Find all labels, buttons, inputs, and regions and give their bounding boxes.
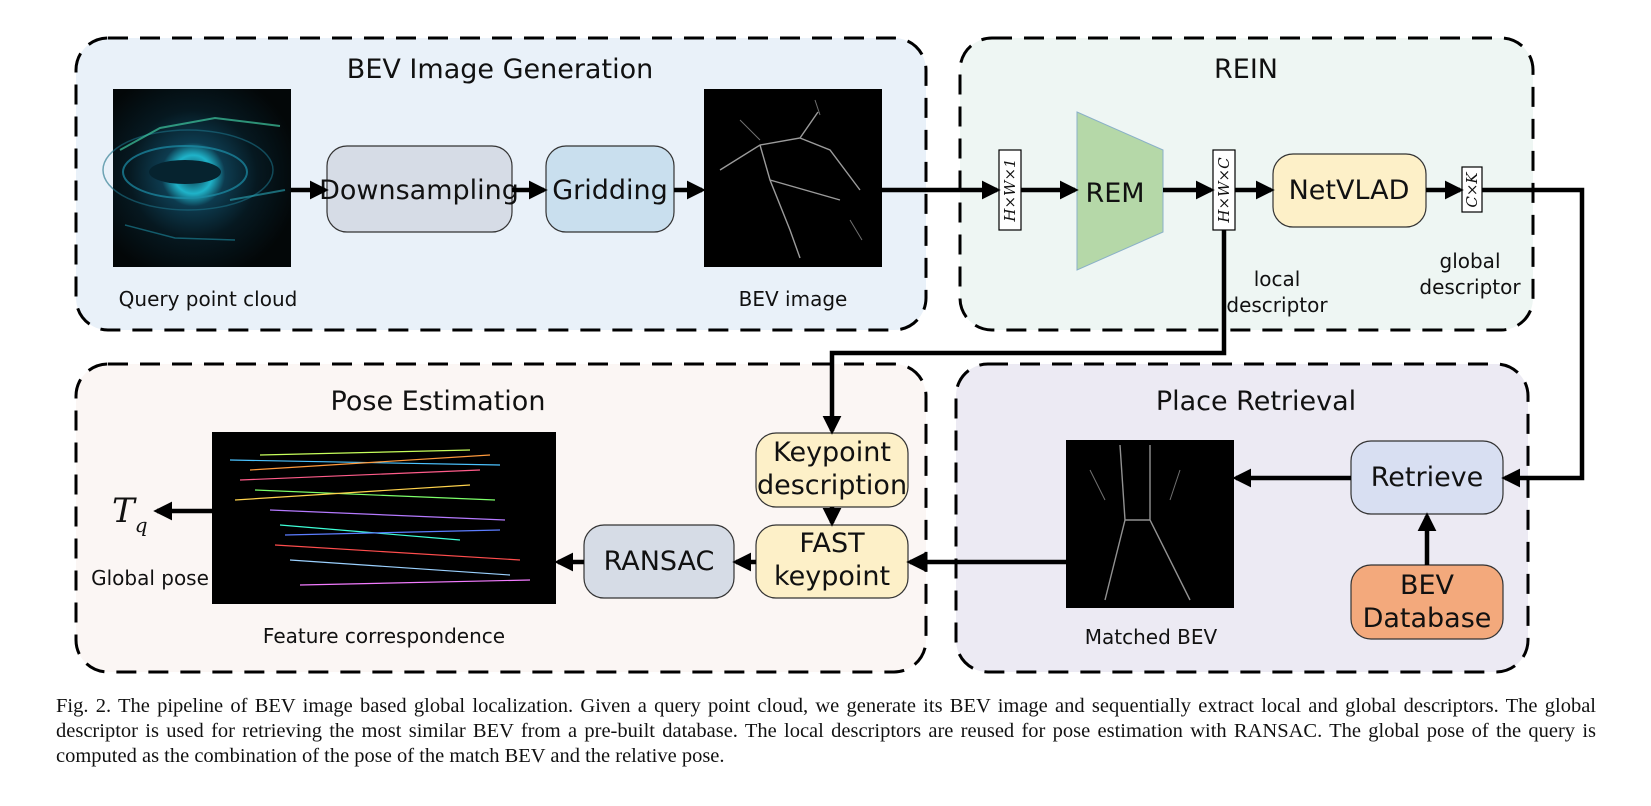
feature-correspondence-image bbox=[212, 432, 556, 604]
bev-database-line1: BEV bbox=[1400, 570, 1455, 601]
global-descriptor-label-line1: global bbox=[1440, 249, 1501, 273]
feature-correspondence-label: Feature correspondence bbox=[263, 624, 505, 648]
query-point-cloud-image bbox=[102, 89, 291, 267]
flow-arrows bbox=[153, 180, 1585, 572]
arrow-local-to-keypoint-description bbox=[822, 230, 1227, 435]
rem-block: REM bbox=[1076, 111, 1164, 271]
keypoint-description-line2: description bbox=[757, 470, 907, 501]
fast-keypoint-line1: FAST bbox=[799, 528, 865, 559]
gridding-label: Gridding bbox=[552, 175, 668, 206]
local-tensor-label: H×W×C bbox=[1215, 157, 1233, 224]
retrieve-label: Retrieve bbox=[1371, 462, 1484, 493]
query-point-cloud-label: Query point cloud bbox=[119, 287, 298, 311]
global-pose-label: Global pose bbox=[91, 566, 209, 590]
matched-bev-label: Matched BEV bbox=[1085, 625, 1218, 649]
keypoint-description-block: Keypoint description bbox=[755, 432, 909, 508]
netvlad-label: NetVLAD bbox=[1289, 175, 1410, 206]
local-descriptor-label-line1: local bbox=[1254, 267, 1301, 291]
ransac-label: RANSAC bbox=[604, 546, 715, 577]
gridding-block: Gridding bbox=[545, 145, 675, 233]
pipeline-diagram: BEV Image Generation REIN Pose Estimatio… bbox=[74, 36, 1585, 674]
arrow-global-to-retrieve bbox=[1482, 187, 1585, 488]
global-descriptor-tensor-shape: C×K bbox=[1461, 166, 1483, 213]
output-pose-subscript: q bbox=[135, 513, 148, 537]
local-descriptor-label-line2: descriptor bbox=[1226, 293, 1328, 317]
fast-keypoint-block: FAST keypoint bbox=[755, 524, 909, 599]
matched-bev-image bbox=[1066, 440, 1234, 608]
rem-label: REM bbox=[1085, 178, 1144, 209]
downsampling-block: Downsampling bbox=[319, 145, 519, 233]
bev-image bbox=[704, 89, 882, 267]
retrieve-block: Retrieve bbox=[1350, 440, 1504, 515]
output-pose-symbol: Tq bbox=[112, 491, 148, 537]
fast-keypoint-line2: keypoint bbox=[774, 561, 890, 592]
bev-database-block: BEV Database bbox=[1350, 564, 1504, 640]
figure-caption: Fig. 2. The pipeline of BEV image based … bbox=[56, 695, 1596, 767]
input-tensor-label: H×W×1 bbox=[1001, 158, 1019, 222]
panel-rein-title: REIN bbox=[1214, 54, 1278, 85]
panel-pose-estimation-title: Pose Estimation bbox=[331, 386, 546, 417]
local-descriptor-tensor-shape: H×W×C bbox=[1212, 149, 1236, 231]
bev-image-label: BEV image bbox=[739, 287, 848, 311]
ransac-block: RANSAC bbox=[583, 524, 735, 599]
downsampling-label: Downsampling bbox=[319, 175, 519, 206]
panel-bev-image-generation-title: BEV Image Generation bbox=[347, 54, 653, 85]
keypoint-description-line1: Keypoint bbox=[773, 437, 891, 468]
input-tensor-shape: H×W×1 bbox=[998, 149, 1022, 231]
bev-database-line2: Database bbox=[1363, 603, 1492, 634]
global-tensor-label: C×K bbox=[1463, 172, 1481, 208]
panel-place-retrieval-title: Place Retrieval bbox=[1156, 386, 1356, 417]
netvlad-block: NetVLAD bbox=[1272, 153, 1427, 228]
global-descriptor-label-line2: descriptor bbox=[1419, 275, 1521, 299]
